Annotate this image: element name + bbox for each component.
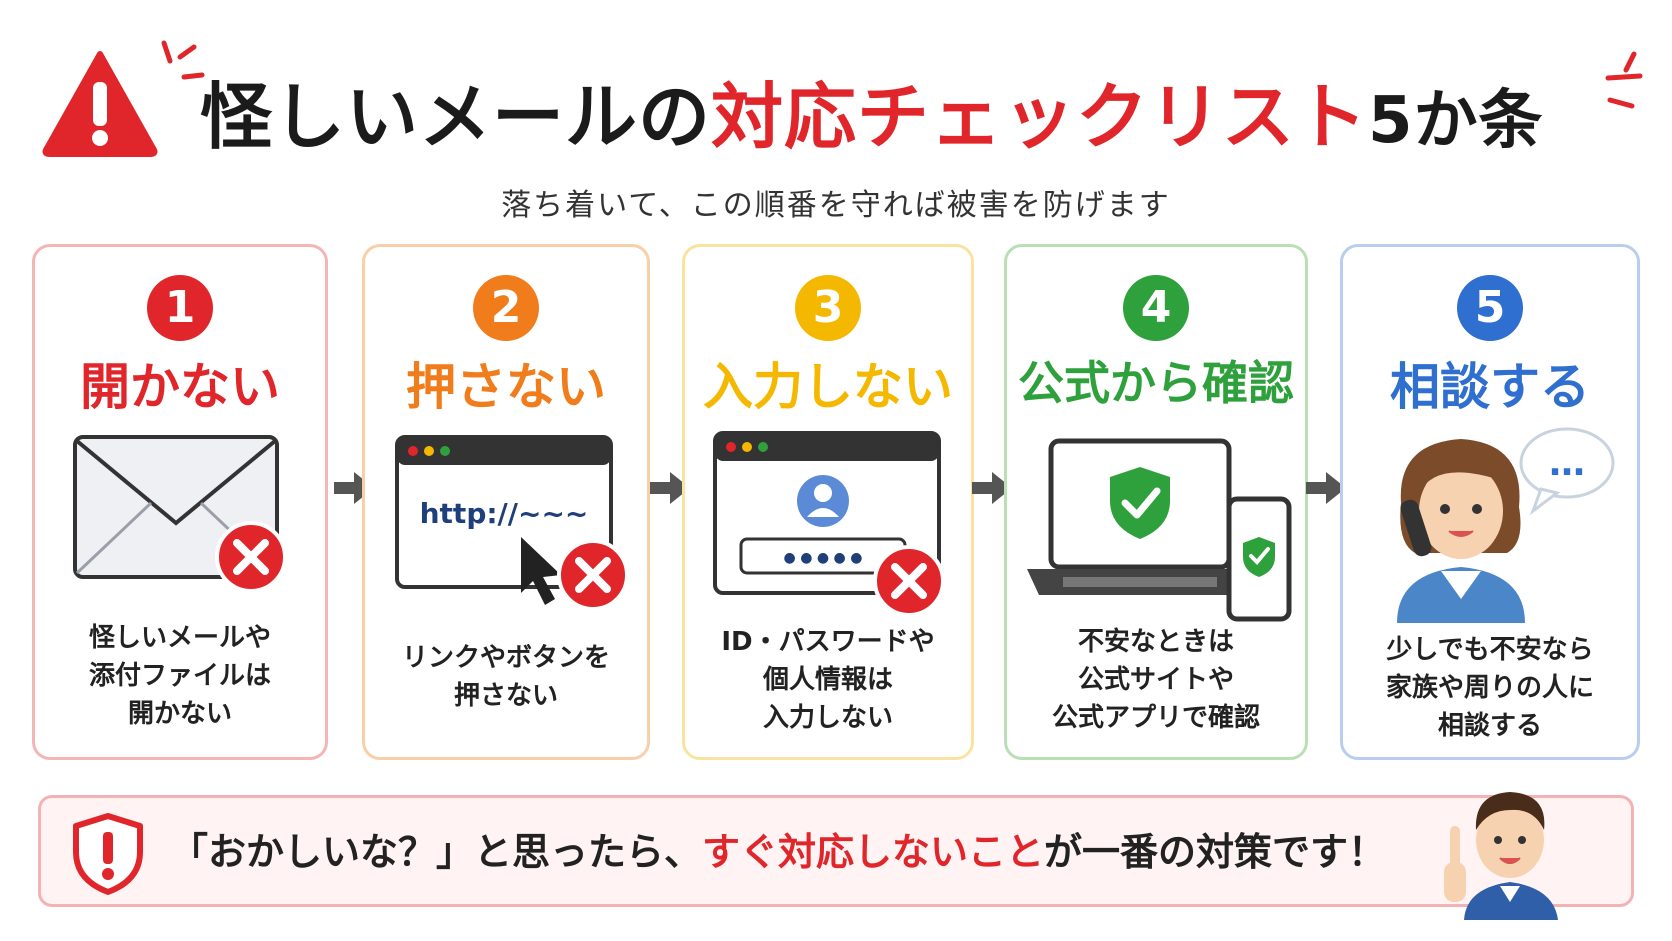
arrow-right-icon [1306, 472, 1346, 504]
desc-line: 入力しない [762, 703, 893, 733]
arrow-right-icon [972, 472, 1012, 504]
url-text: http://~~~ [420, 497, 589, 530]
desc-line: 少しでも不安なら [1386, 635, 1594, 665]
title-part-3: 5か条 [1368, 84, 1544, 158]
step-number-badge: 3 [795, 275, 861, 341]
desc-line: 公式アプリで確認 [1051, 703, 1260, 733]
emphasis-lines-icon [1605, 51, 1643, 109]
step-number-badge: 5 [1457, 275, 1523, 341]
title-part-2: 対応チェックリスト [711, 75, 1369, 159]
step-title: 入力しない [703, 358, 953, 416]
verified-devices-icon [1027, 438, 1292, 622]
desc-line: 個人情報は [762, 665, 893, 695]
step-number-badge: 2 [473, 275, 539, 341]
desc-line: リンクやボタンを [401, 643, 610, 673]
envelope-icon [73, 435, 287, 593]
desc-line: 相談する [1437, 711, 1542, 741]
step-card-1: 1 開かない 怪しいメールや 添付ファイルは 開かない [32, 244, 328, 760]
desc-line: 不安なときは [1077, 627, 1234, 657]
arrow-right-icon [650, 472, 690, 504]
desc-line: ID・パスワードや [721, 627, 935, 657]
step-title: 公式から確認 [1018, 356, 1294, 410]
browser-window-icon: http://~~~ [395, 435, 629, 611]
step-description: 不安なときは 公式サイトや 公式アプリで確認 [1007, 623, 1305, 737]
step-card-4: 4 公式から確認 不安なときは 公式サイトや 公式アプリで確認 [1004, 244, 1308, 760]
warning-triangle-icon [42, 51, 158, 157]
emphasis-lines-icon [161, 40, 205, 80]
desc-line: 添付ファイルは [88, 661, 271, 691]
page-title: 怪しいメールの対応チェックリスト5か条 [200, 62, 1620, 172]
desc-line: 開かない [127, 699, 232, 729]
desc-line: 怪しいメールや [88, 623, 271, 653]
step-number-badge: 1 [147, 275, 213, 341]
summary-text: 「おかしいな？」と思ったら、すぐ対応しないことが一番の対策です！ [170, 822, 1450, 882]
step-card-5: 5 相談する … 少しでも不安なら 家族や周りの人に 相談する [1340, 244, 1640, 760]
summary-part-3: が一番の対策です！ [1044, 830, 1387, 874]
step-title: 開かない [80, 358, 280, 416]
step-card-2: 2 押さない http://~~~ リンクやボタンを 押さない [362, 244, 650, 760]
desc-line: 公式サイトや [1077, 665, 1234, 695]
step-card-3: 3 入力しない ● ● ● ● ● ID・パスワードや 個人情報は 入力しない [682, 244, 974, 760]
desc-line: 家族や周りの人に [1385, 673, 1594, 703]
title-part-1: 怪しいメールの [200, 75, 712, 159]
login-form-icon: ● ● ● ● ● [713, 431, 945, 617]
step-title: 押さない [406, 358, 606, 416]
page-subtitle: 落ち着いて、この順番を守れば被害を防げます [501, 188, 1171, 223]
step-description: 少しでも不安なら 家族や周りの人に 相談する [1343, 631, 1637, 745]
step-number-badge: 4 [1123, 275, 1189, 341]
shield-warning-icon [73, 813, 143, 895]
desc-line: 押さない [453, 681, 558, 711]
summary-banner [38, 795, 1634, 907]
password-mask: ● ● ● ● ● [784, 550, 863, 566]
step-title: 相談する [1390, 358, 1590, 416]
person-on-phone-icon: … [1397, 427, 1615, 623]
summary-part-1: 「おかしいな？」と思ったら、 [170, 830, 703, 874]
summary-part-2: すぐ対応しないこと [702, 830, 1045, 874]
step-description: ID・パスワードや 個人情報は 入力しない [685, 623, 971, 737]
step-description: 怪しいメールや 添付ファイルは 開かない [35, 619, 325, 733]
speech-bubble-text: … [1549, 443, 1585, 484]
man-pointing-icon [1444, 792, 1558, 920]
step-description: リンクやボタンを 押さない [365, 639, 647, 715]
